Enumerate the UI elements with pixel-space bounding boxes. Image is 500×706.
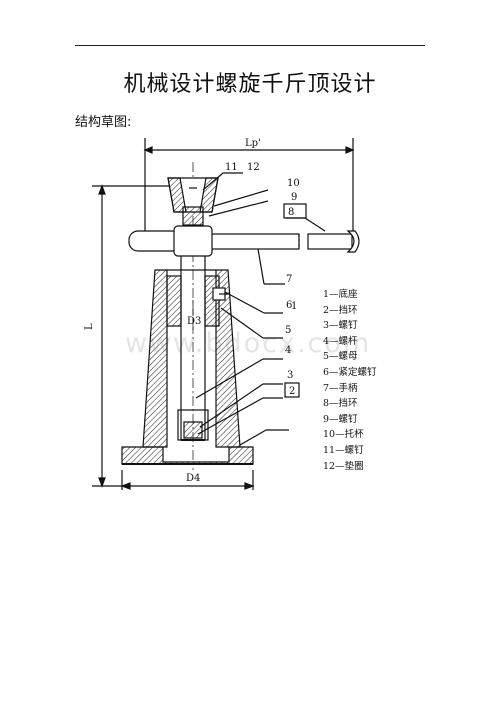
legend-item: 9—螺钉 — [323, 413, 358, 425]
legend-item: 6—紧定螺钉 — [323, 366, 377, 378]
dimension-label-l: L — [84, 323, 95, 330]
page-title: 机械设计螺旋千斤顶设计 — [123, 72, 377, 97]
legend-item: 10—托杯 — [323, 429, 364, 441]
callout-3: 3 — [287, 370, 293, 381]
dimension-label-d3: D3 — [187, 316, 201, 327]
legend-item: 4—螺杆 — [323, 335, 358, 347]
callout-1: 1 — [291, 301, 297, 312]
parts-legend: 1—底座 2—挡环 3—螺钉 4—螺杆 5—螺母 6—紧定螺钉 7—手柄 8—挡… — [323, 287, 377, 474]
callout-10: 10 — [287, 178, 300, 189]
legend-item: 1—底座 — [323, 289, 358, 300]
legend-item: 2—挡环 — [323, 304, 358, 316]
section-label: 结构草图: — [75, 115, 132, 130]
callout-7: 7 — [286, 274, 292, 285]
callout-2: 2 — [289, 386, 295, 397]
callout-11: 11 — [225, 162, 238, 173]
callout-9: 9 — [291, 192, 297, 203]
callout-12: 12 — [247, 162, 260, 173]
legend-item: 8—挡环 — [323, 398, 358, 410]
callout-5: 5 — [285, 325, 291, 336]
legend-item: 3—螺钉 — [323, 320, 358, 332]
legend-item: 12—垫圈 — [323, 460, 364, 472]
legend-item: 11—螺钉 — [323, 444, 364, 456]
dimension-label-d4: D4 — [186, 473, 200, 484]
callout-6: 6 — [286, 300, 292, 311]
callout-4: 4 — [285, 345, 291, 356]
callout-8: 8 — [288, 207, 294, 218]
legend-item: 7—手柄 — [323, 382, 358, 394]
legend-item: 5—螺母 — [323, 351, 358, 363]
dimension-label-lp: Lp' — [245, 138, 261, 149]
header-rule — [75, 45, 425, 46]
